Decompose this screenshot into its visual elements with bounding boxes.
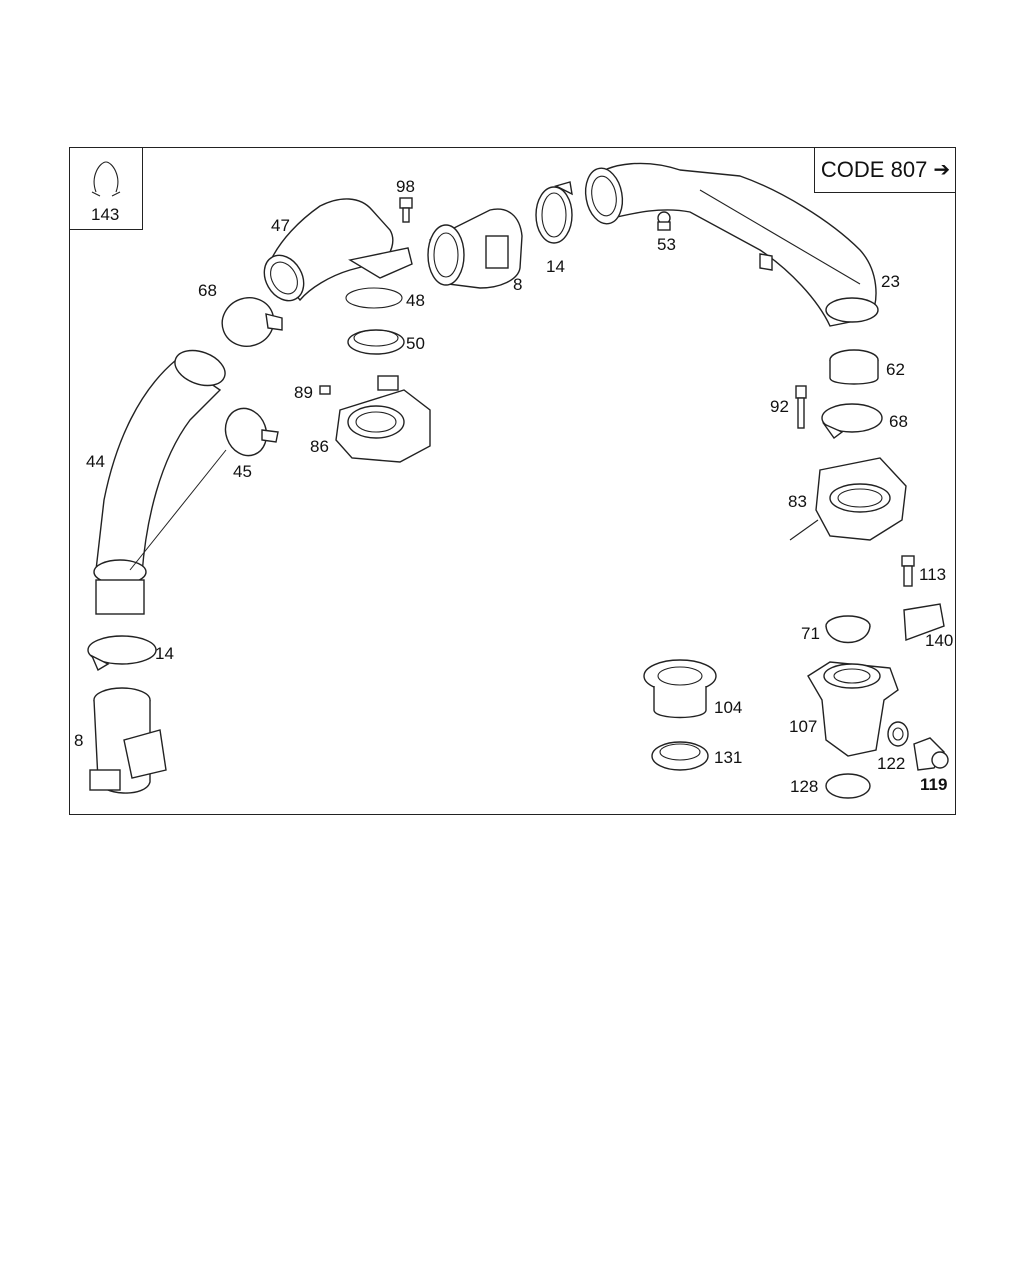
callout-71: 71 [801, 624, 820, 643]
callout-62: 62 [886, 360, 905, 379]
callout-119: 119 [920, 775, 948, 794]
code-reference-box: CODE 807 ➔ [814, 147, 956, 193]
part-128-oring [825, 773, 871, 799]
part-140-bracket [903, 603, 945, 641]
part-68-clamp-left [221, 297, 283, 347]
part-89-clip [319, 385, 331, 395]
part-83-throttle-body [789, 457, 907, 541]
part-122-washer [887, 721, 909, 747]
part-47-elbow [263, 198, 413, 302]
part-104-flange [643, 659, 717, 719]
part-98-bolt [399, 197, 413, 223]
callout-104: 104 [714, 698, 743, 717]
part-50-seal [347, 329, 405, 355]
hose-clip-icon [91, 161, 121, 197]
right-arrow-icon: ➔ [933, 159, 951, 181]
part-14-clamp-upper [535, 181, 573, 244]
code-label: CODE 807 [820, 156, 928, 182]
part-86-throttle-body [335, 375, 431, 463]
part-8-air-mass-meter-upper [427, 208, 523, 289]
callout-14-lower: 14 [155, 644, 174, 663]
part-113-bolt [901, 555, 915, 587]
part-68-clamp-right [821, 403, 883, 439]
callout-92: 92 [770, 397, 789, 416]
part-23-intake-duct [584, 162, 879, 327]
inset-part-box [69, 147, 143, 230]
part-44-hose [93, 349, 227, 615]
callout-68-right: 68 [889, 412, 908, 431]
part-107-housing [807, 661, 899, 757]
part-92-bolt [795, 385, 807, 429]
part-45-clamp [224, 407, 279, 457]
part-119-fitting [913, 737, 949, 771]
part-8-air-mass-meter-lower [89, 687, 167, 794]
callout-128: 128 [790, 777, 819, 796]
callout-47: 47 [271, 216, 290, 235]
callout-45: 45 [233, 462, 252, 481]
callout-53: 53 [657, 235, 676, 254]
callout-107: 107 [789, 717, 818, 736]
callout-89: 89 [294, 383, 313, 402]
callout-48: 48 [406, 291, 425, 310]
callout-8-upper: 8 [513, 275, 523, 294]
part-131-seal [651, 741, 709, 771]
callout-68-left: 68 [198, 281, 217, 300]
callout-8-lower: 8 [74, 731, 84, 750]
inset-label: 143 [91, 205, 120, 224]
callout-140: 140 [925, 631, 954, 650]
part-71-filter-cup [825, 615, 871, 644]
callout-98: 98 [396, 177, 415, 196]
callout-122: 122 [877, 754, 906, 773]
callout-50: 50 [406, 334, 425, 353]
callout-131: 131 [714, 748, 743, 767]
callout-86: 86 [310, 437, 329, 456]
callout-83: 83 [788, 492, 807, 511]
callout-14-upper: 14 [546, 257, 565, 276]
callout-44: 44 [86, 452, 105, 471]
callout-23: 23 [881, 272, 900, 291]
callout-113: 113 [919, 565, 947, 584]
part-53-plug [657, 211, 671, 231]
part-14-clamp-lower [87, 635, 157, 672]
part-48-oring [345, 287, 403, 309]
part-62-coupling [829, 349, 879, 385]
